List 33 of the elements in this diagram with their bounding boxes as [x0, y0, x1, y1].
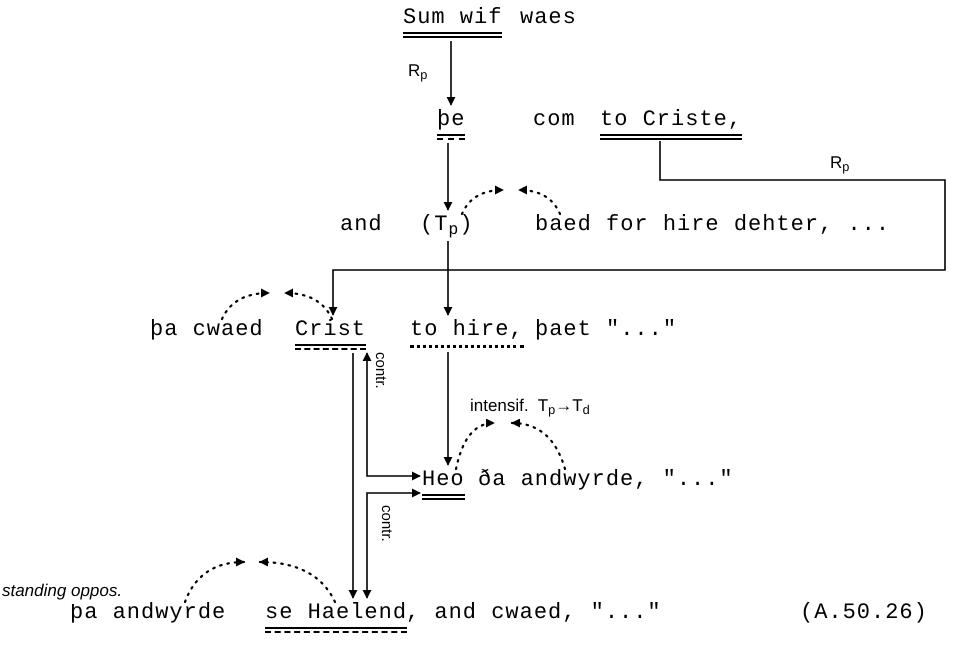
dotted-arrow — [518, 186, 562, 216]
dotted-arrow — [220, 288, 270, 320]
arrow — [328, 141, 946, 316]
dotted-arrow — [284, 288, 334, 320]
dotted-arrow — [184, 558, 246, 604]
text-phrase: (T$_{p}$) — [420, 212, 474, 238]
arrow — [444, 241, 452, 316]
dotted-arrow — [460, 186, 504, 216]
dotted-arrow — [510, 418, 566, 470]
underlined-phrase: Heo — [422, 467, 465, 500]
arrow — [444, 143, 452, 211]
underlined-phrase: Sum wif — [403, 5, 502, 38]
underlined-phrase: þe — [437, 107, 466, 140]
text-phrase: baed for hire dehter, ... — [535, 212, 890, 238]
text-label: , and cwaed, "..." — [406, 600, 662, 626]
text-phrase: ða andwyrde, "..." — [478, 467, 734, 493]
arrow — [444, 352, 452, 466]
text-label: com — [533, 107, 576, 133]
text-label: (A.50.26) — [800, 600, 928, 626]
text-label: waes — [520, 5, 577, 31]
dotted-arrow — [258, 558, 336, 604]
underlined-phrase: to hire, — [410, 317, 524, 349]
arrow — [362, 488, 421, 599]
arrow — [446, 41, 456, 106]
arrow — [348, 353, 358, 599]
arrow — [362, 352, 421, 480]
underlined-phrase: Crist — [295, 317, 366, 350]
text-label: þaet "..." — [535, 317, 678, 343]
text-phrase: þa cwaed — [150, 317, 264, 343]
text-label: and — [340, 212, 383, 238]
dotted-arrow — [454, 419, 496, 470]
underlined-phrase: se Haelend — [265, 600, 408, 633]
underlined-phrase: to Criste, — [600, 107, 742, 140]
